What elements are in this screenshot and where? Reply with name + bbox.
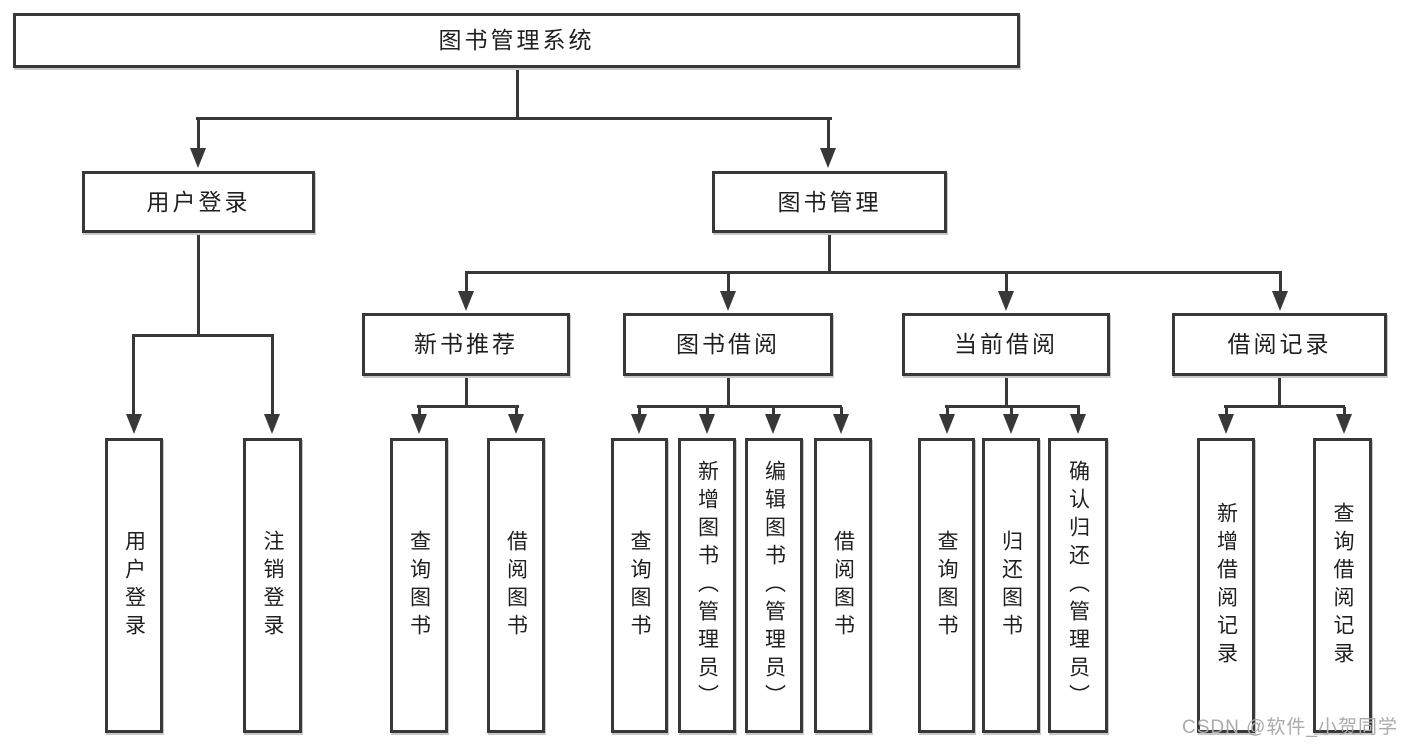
connector-book-management-stem: [827, 119, 830, 150]
leaf-logout: 注销登录: [243, 438, 302, 733]
leaf-borrow-books-2: 借阅图书: [814, 438, 872, 733]
connector-book-management-bar: [465, 271, 1282, 274]
leaf-query-borrow-record: 查询借阅记录: [1313, 438, 1372, 733]
node-book-borrow-label: 图书借阅: [676, 331, 780, 357]
arrow-bb-leaf4: [833, 414, 849, 434]
connector-cb-leaf3-stem: [1077, 407, 1080, 416]
node-borrow-records: 借阅记录: [1172, 313, 1387, 376]
node-current-borrow: 当前借阅: [902, 313, 1110, 376]
connector-user-login-stub: [197, 233, 200, 336]
leaf-query-borrow-record-label: 查询借阅记录: [1331, 501, 1354, 670]
arrow-bb-leaf2: [699, 414, 715, 434]
leaf-add-borrow-record: 新增借阅记录: [1197, 438, 1255, 733]
leaf-confirm-return-admin: 确认归还（管理员）: [1048, 438, 1108, 733]
connector-book-borrow-stem: [727, 273, 730, 291]
arrow-to-new-book-recommend: [458, 291, 474, 311]
arrow-to-current-borrow: [998, 291, 1014, 311]
leaf-borrow-books-2-label: 借阅图书: [831, 529, 855, 642]
node-borrow-records-label: 借阅记录: [1227, 331, 1332, 357]
leaf-borrow-books-1: 借阅图书: [487, 438, 545, 733]
connector-borrow-records-stem: [1279, 273, 1282, 291]
node-new-book-recommend-label: 新书推荐: [414, 331, 518, 357]
connector-cb-leaf2-stem: [1010, 407, 1013, 416]
leaf-borrow-books-1-label: 借阅图书: [504, 529, 528, 642]
node-book-borrow: 图书借阅: [623, 313, 833, 376]
leaf-add-book-admin-label: 新增图书（管理员）: [695, 459, 719, 712]
arrow-cb-leaf1: [939, 414, 955, 434]
leaf-edit-book-admin: 编辑图书（管理员）: [745, 438, 803, 733]
leaf-query-books-1-label: 查询图书: [407, 529, 431, 642]
connector-bb-leaf4-stem: [840, 407, 843, 416]
connector-cb-leaf1-stem: [946, 407, 949, 416]
connector-nb-leaf1-stem: [418, 407, 421, 416]
leaf-return-books: 归还图书: [982, 438, 1040, 733]
leaf-add-borrow-record-label: 新增借阅记录: [1214, 501, 1238, 670]
connector-new-book-stub: [465, 376, 468, 407]
arrow-nb-leaf1: [411, 414, 427, 434]
connector-book-borrow-stub: [727, 376, 730, 407]
arrow-to-user-login: [190, 148, 206, 168]
arrow-cb-leaf2: [1003, 414, 1019, 434]
connector-current-borrow-bar: [945, 405, 1080, 408]
csdn-watermark: CSDN @软件_小贺同学: [1182, 717, 1398, 738]
connector-br-leaf1-stem: [1225, 407, 1228, 416]
leaf-confirm-return-admin-label: 确认归还（管理员）: [1066, 459, 1090, 712]
connector-current-borrow-stub: [1005, 376, 1008, 407]
connector-root-stub: [516, 68, 519, 119]
connector-user-login-stem: [197, 119, 200, 150]
node-book-management: 图书管理: [712, 171, 947, 233]
arrow-nb-leaf2: [508, 414, 524, 434]
arrow-br-leaf1: [1218, 414, 1234, 434]
connector-current-borrow-stem: [1005, 273, 1008, 291]
connector-root-bar: [196, 117, 832, 120]
arrow-br-leaf2: [1336, 414, 1352, 434]
arrow-to-book-management: [820, 148, 836, 168]
connector-user-login-bar: [132, 334, 274, 337]
connector-bb-leaf1-stem: [638, 407, 641, 416]
connector-borrow-records-bar: [1224, 405, 1345, 408]
node-user-login: 用户登录: [82, 171, 315, 233]
connector-borrow-records-stub: [1278, 376, 1281, 407]
arrow-bb-leaf1: [631, 414, 647, 434]
node-root-label: 图书管理系统: [438, 27, 595, 53]
connector-leaf-logout-stem: [271, 336, 274, 414]
leaf-return-books-label: 归还图书: [999, 529, 1023, 642]
leaf-query-books-2-label: 查询图书: [628, 529, 651, 642]
leaf-query-books-2: 查询图书: [611, 438, 668, 733]
connector-new-book-stem: [465, 273, 468, 291]
connector-new-book-bar: [417, 405, 519, 408]
leaf-logout-label: 注销登录: [261, 529, 284, 642]
node-new-book-recommend: 新书推荐: [362, 313, 570, 376]
arrow-bb-leaf3: [765, 414, 781, 434]
arrow-to-book-borrow: [720, 291, 736, 311]
connector-book-management-stub: [828, 233, 831, 273]
leaf-query-books-1: 查询图书: [390, 438, 448, 733]
connector-bb-leaf2-stem: [706, 407, 709, 416]
leaf-query-books-3: 查询图书: [918, 438, 975, 733]
leaf-user-login-label: 用户登录: [122, 529, 146, 642]
leaf-user-login: 用户登录: [105, 438, 163, 733]
connector-leaf-user-login-stem: [132, 336, 135, 414]
connector-book-borrow-bar: [637, 405, 842, 408]
leaf-add-book-admin: 新增图书（管理员）: [678, 438, 736, 733]
node-current-borrow-label: 当前借阅: [954, 331, 1058, 357]
arrow-to-leaf-user-login: [126, 414, 142, 434]
connector-nb-leaf2-stem: [515, 407, 518, 416]
arrow-to-borrow-records: [1272, 291, 1288, 311]
connector-br-leaf2-stem: [1343, 407, 1346, 416]
node-book-management-label: 图书管理: [777, 188, 882, 215]
leaf-edit-book-admin-label: 编辑图书（管理员）: [762, 459, 786, 712]
node-root: 图书管理系统: [13, 13, 1020, 68]
node-user-login-label: 用户登录: [146, 188, 251, 215]
arrow-cb-leaf3: [1070, 414, 1086, 434]
arrow-to-leaf-logout: [264, 414, 280, 434]
connector-bb-leaf3-stem: [772, 407, 775, 416]
leaf-query-books-3-label: 查询图书: [935, 529, 958, 642]
